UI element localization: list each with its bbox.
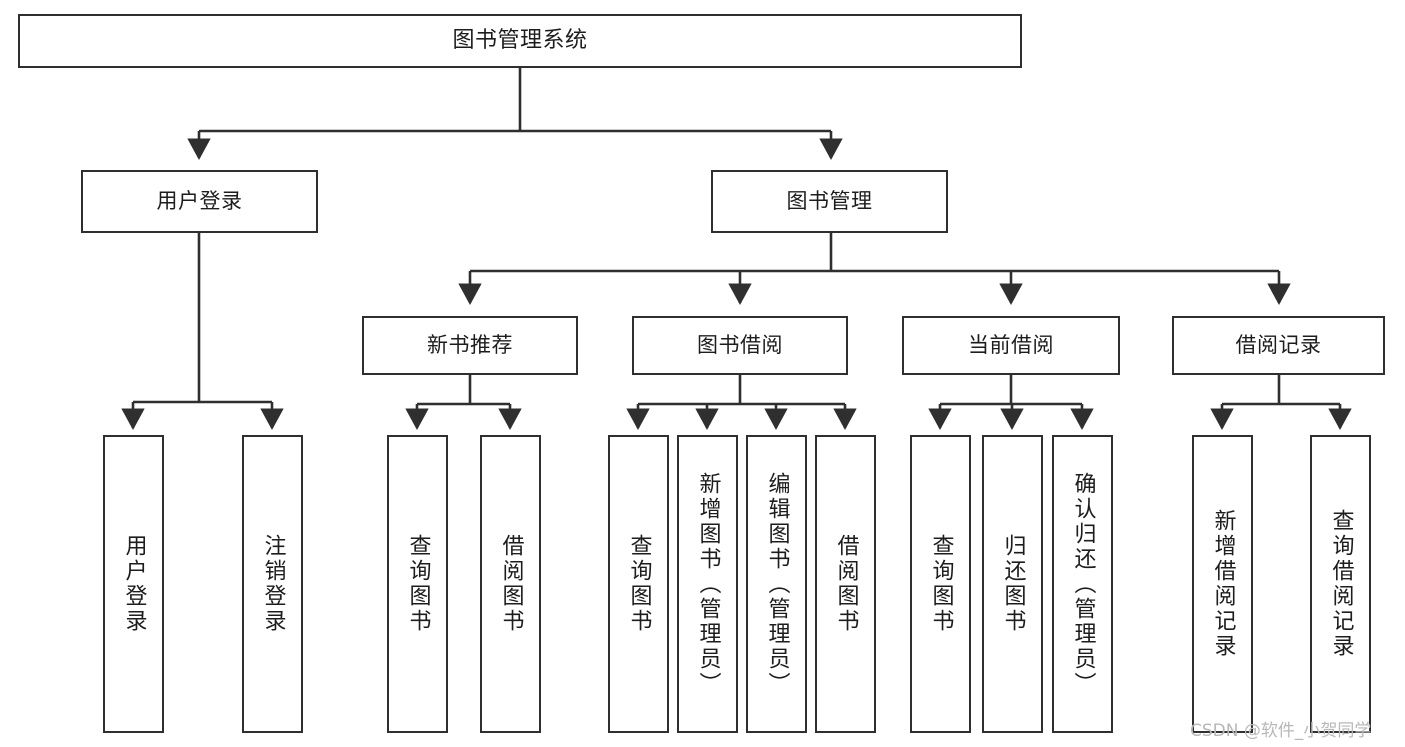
node-leaf-confirm-return-label: 确认归还（管理员） <box>1070 471 1096 697</box>
node-leaf-query-book-2[interactable]: 查询图书 <box>608 435 669 733</box>
node-leaf-return-book[interactable]: 归还图书 <box>982 435 1043 733</box>
node-user-login-label: 用户登录 <box>156 189 243 214</box>
node-leaf-confirm-return[interactable]: 确认归还（管理员） <box>1052 435 1113 733</box>
node-leaf-add-record[interactable]: 新增借阅记录 <box>1192 435 1253 733</box>
node-leaf-return-book-label: 归还图书 <box>1000 534 1026 634</box>
node-leaf-edit-book-label: 编辑图书（管理员） <box>764 471 790 697</box>
node-leaf-query-book-1[interactable]: 查询图书 <box>387 435 448 733</box>
node-leaf-query-record[interactable]: 查询借阅记录 <box>1310 435 1371 733</box>
node-user-login[interactable]: 用户登录 <box>81 170 318 233</box>
node-new-book-recommend[interactable]: 新书推荐 <box>362 316 578 375</box>
node-borrow-record-label: 借阅记录 <box>1235 333 1322 358</box>
node-leaf-add-record-label: 新增借阅记录 <box>1210 509 1236 659</box>
node-leaf-add-book[interactable]: 新增图书（管理员） <box>677 435 738 733</box>
node-book-borrow-label: 图书借阅 <box>697 333 783 358</box>
node-current-borrow[interactable]: 当前借阅 <box>902 316 1120 375</box>
node-book-manage-label: 图书管理 <box>786 189 873 214</box>
node-leaf-query-book-3[interactable]: 查询图书 <box>910 435 971 733</box>
node-leaf-borrow-book-1[interactable]: 借阅图书 <box>480 435 541 733</box>
node-leaf-query-book-3-label: 查询图书 <box>928 534 954 634</box>
node-leaf-borrow-book-1-label: 借阅图书 <box>498 534 524 634</box>
node-leaf-user-login[interactable]: 用户登录 <box>103 435 164 733</box>
node-borrow-record[interactable]: 借阅记录 <box>1172 316 1385 375</box>
csdn-watermark: CSDN @软件_小贺同学 <box>1190 721 1372 741</box>
node-leaf-query-book-1-label: 查询图书 <box>405 534 431 634</box>
node-current-borrow-label: 当前借阅 <box>968 333 1054 358</box>
node-leaf-query-book-2-label: 查询图书 <box>626 534 652 634</box>
node-new-book-recommend-label: 新书推荐 <box>427 333 513 358</box>
node-leaf-logout-login-label: 注销登录 <box>260 534 286 634</box>
node-book-borrow[interactable]: 图书借阅 <box>632 316 848 375</box>
node-root-label: 图书管理系统 <box>452 28 588 54</box>
node-leaf-query-record-label: 查询借阅记录 <box>1328 509 1354 659</box>
node-book-manage[interactable]: 图书管理 <box>711 170 948 233</box>
node-leaf-add-book-label: 新增图书（管理员） <box>695 471 721 697</box>
node-root[interactable]: 图书管理系统 <box>18 14 1022 68</box>
node-leaf-borrow-book-2[interactable]: 借阅图书 <box>815 435 876 733</box>
node-leaf-edit-book[interactable]: 编辑图书（管理员） <box>746 435 807 733</box>
node-leaf-logout-login[interactable]: 注销登录 <box>242 435 303 733</box>
node-leaf-user-login-label: 用户登录 <box>121 534 147 634</box>
node-leaf-borrow-book-2-label: 借阅图书 <box>833 534 859 634</box>
